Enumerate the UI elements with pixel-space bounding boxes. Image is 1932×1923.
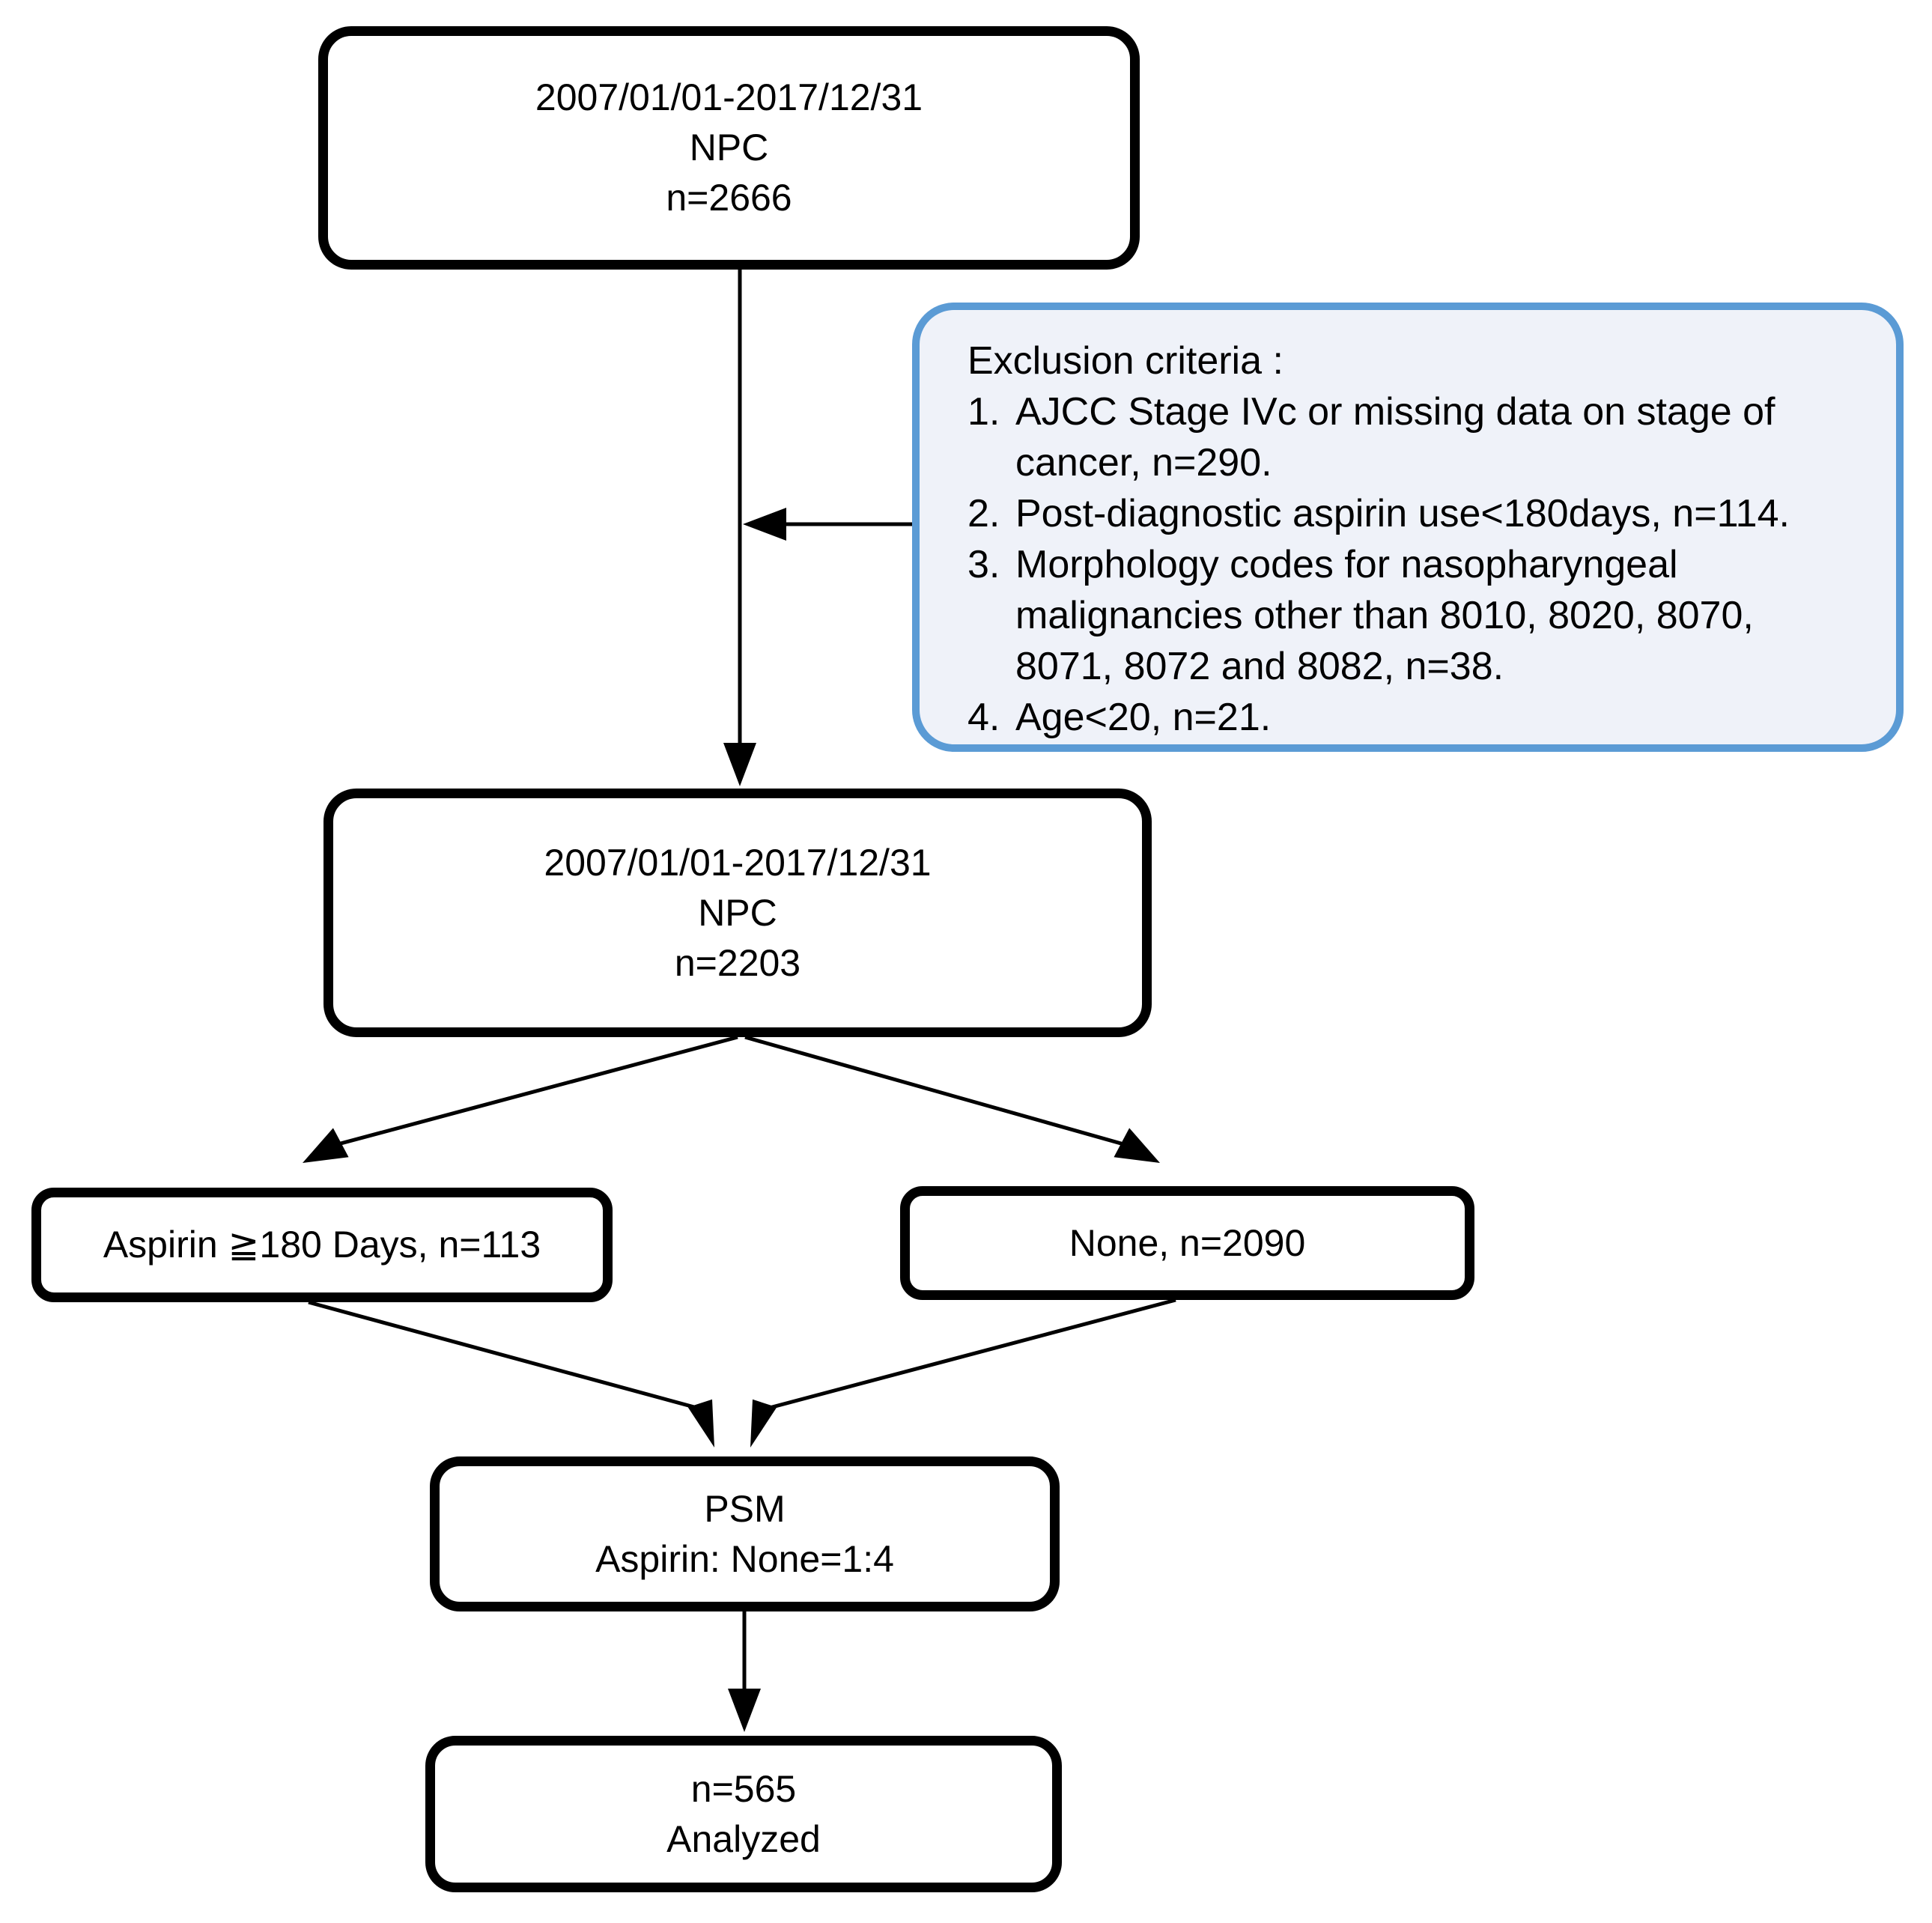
exclusion-item-4: 4. Age<20, n=21.: [967, 692, 1875, 743]
sample-size-text: n=2666: [666, 177, 792, 219]
exclusion-item-text: malignancies other than 8010, 8020, 8070…: [1015, 594, 1754, 637]
date-range-text: 2007/01/01-2017/12/31: [535, 76, 923, 118]
exclusion-item-1: 1. AJCC Stage IVc or missing data on sta…: [967, 386, 1875, 488]
exclusion-item-number: 4.: [967, 696, 1000, 739]
exclusion-item-number: 1.: [967, 390, 1000, 434]
exclusion-item-3: 3. Morphology codes for nasopharyngeal m…: [967, 539, 1875, 692]
exclusion-item-number: 3.: [967, 543, 1000, 586]
analyzed-label-text: Analyzed: [666, 1817, 821, 1860]
arrow-initial-to-filtered: [723, 268, 756, 786]
cohort-name-text: NPC: [698, 891, 777, 934]
exclusion-item-text: AJCC Stage IVc or missing data on stage …: [1015, 390, 1775, 434]
arrow-aspirin-to-psm: [308, 1300, 714, 1447]
exclusion-item-text: Age<20, n=21.: [1015, 696, 1272, 739]
exclusion-item-text: Morphology codes for nasopharyngeal: [1015, 543, 1678, 586]
arrow-exclusion-to-main-line: [743, 508, 912, 541]
arrow-psm-to-analyzed: [728, 1611, 761, 1732]
exclusion-item-2: 2. Post-diagnostic aspirin use<180days, …: [967, 488, 1875, 539]
arrow-filtered-to-none: [744, 1035, 1160, 1163]
exclusion-item-text: cancer, n=290.: [1015, 441, 1272, 484]
flow-box-npc-filtered: 2007/01/01-2017/12/31 NPC n=2203: [323, 789, 1152, 1037]
date-range-text: 2007/01/01-2017/12/31: [544, 841, 932, 884]
psm-ratio-text: Aspirin: None=1:4: [595, 1537, 894, 1580]
exclusion-title: Exclusion criteria :: [967, 339, 1284, 383]
exclusion-item-text: Post-diagnostic aspirin use<180days, n=1…: [1015, 492, 1790, 535]
exclusion-item-number: 2.: [967, 492, 1000, 535]
sample-size-text: n=2203: [674, 941, 801, 984]
analyzed-size-text: n=565: [690, 1767, 797, 1810]
flow-box-none-group: None, n=2090: [900, 1186, 1474, 1300]
arrow-filtered-to-aspirin: [303, 1035, 738, 1163]
flow-box-aspirin-group: Aspirin ≧180 Days, n=113: [31, 1188, 613, 1302]
group-label-text: None, n=2090: [1069, 1221, 1306, 1264]
exclusion-criteria-box: Exclusion criteria : 1. AJCC Stage IVc o…: [912, 303, 1904, 752]
flow-box-npc-initial: 2007/01/01-2017/12/31 NPC n=2666: [318, 26, 1140, 270]
psm-title-text: PSM: [704, 1487, 786, 1530]
group-label-text: Aspirin ≧180 Days, n=113: [103, 1224, 541, 1266]
exclusion-item-text: 8071, 8072 and 8082, n=38.: [1015, 645, 1504, 688]
flow-box-analyzed: n=565 Analyzed: [425, 1736, 1062, 1892]
cohort-name-text: NPC: [689, 127, 769, 168]
flow-box-psm: PSM Aspirin: None=1:4: [430, 1456, 1060, 1611]
arrow-none-to-psm: [750, 1298, 1176, 1447]
